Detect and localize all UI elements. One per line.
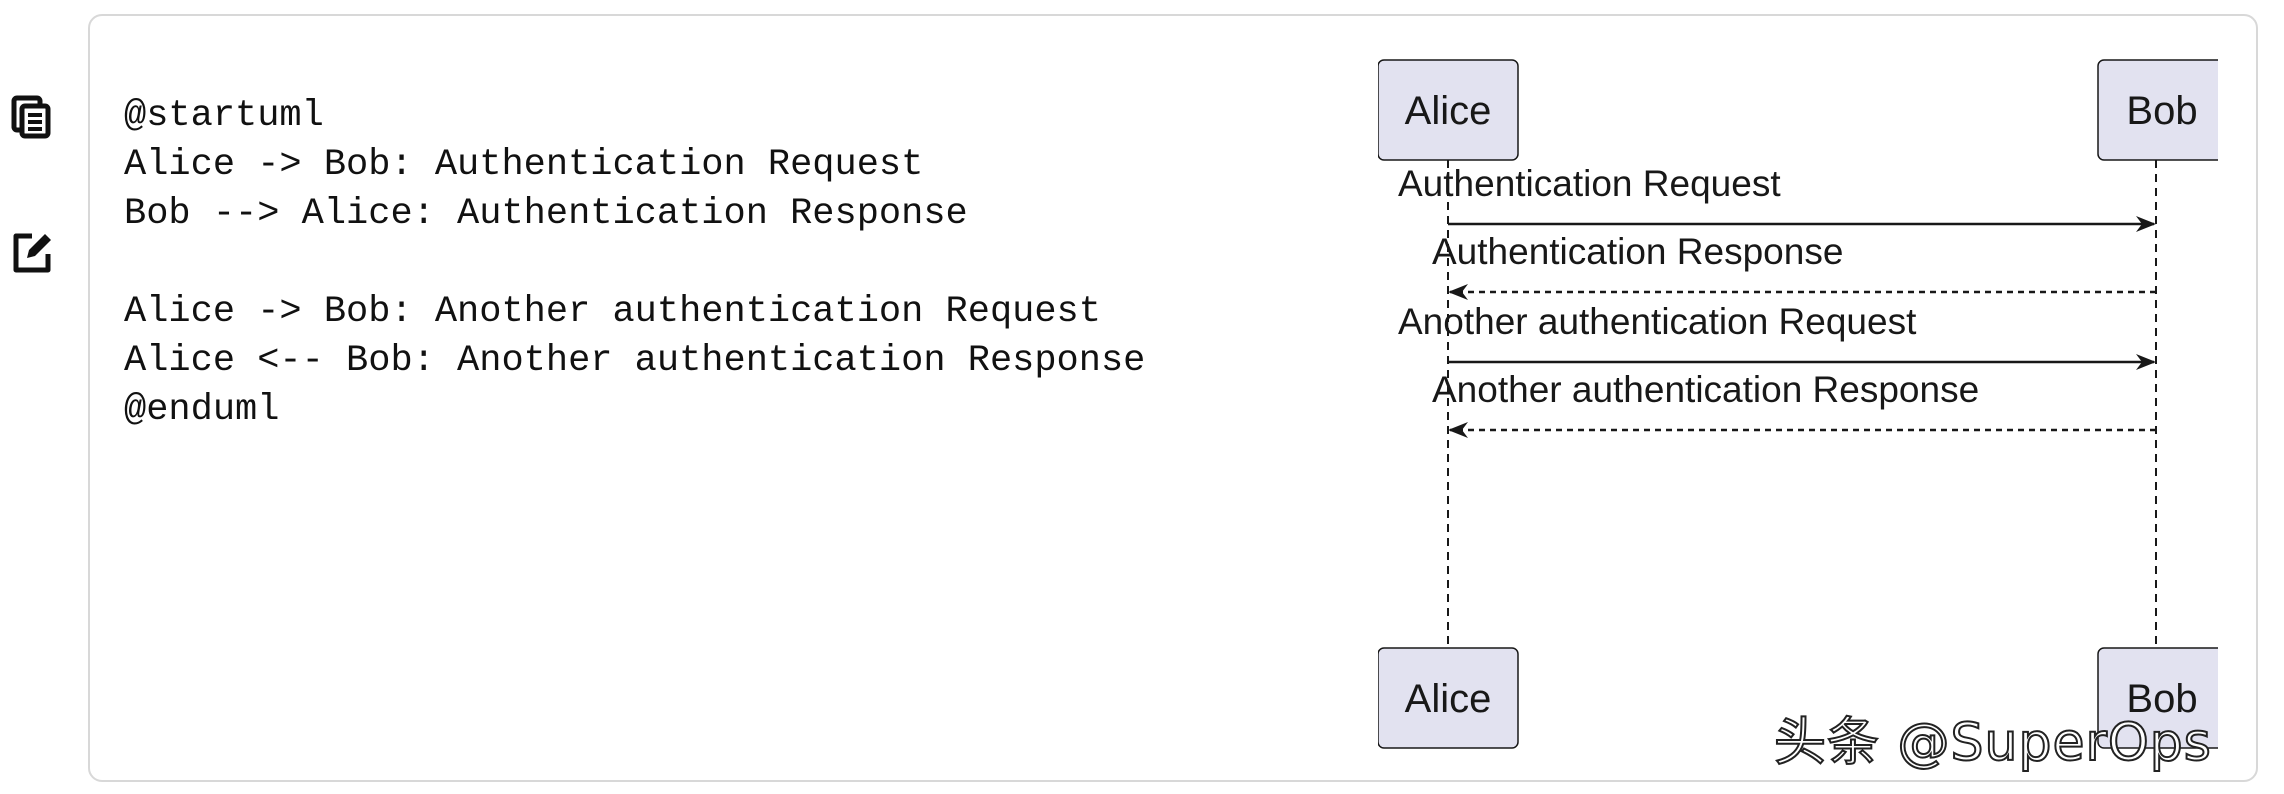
sequence-diagram: Alice Bob Authentication Request Authent… [1378,56,2218,776]
code-line: Alice <-- Bob: Another authentication Re… [124,340,1146,382]
svg-text:Another authentication Request: Another authentication Request [1398,301,1917,342]
copy-icon[interactable] [8,92,56,140]
code-line: Alice -> Bob: Authentication Request [124,144,924,186]
svg-text:Alice: Alice [1405,677,1492,721]
svg-text:Another authentication Respons: Another authentication Response [1432,369,1979,410]
svg-text:Bob: Bob [2126,677,2197,721]
code-line [124,239,1145,288]
participant-bob-bottom: Bob [2097,647,2218,749]
code-line: Bob --> Alice: Authentication Response [124,193,968,235]
participant-alice-bottom: Alice [1378,647,1519,749]
message-authentication-request: Authentication Request [1398,163,2156,232]
svg-text:Alice: Alice [1405,89,1492,133]
message-another-authentication-response: Another authentication Response [1432,369,2156,438]
code-line: Alice -> Bob: Another authentication Req… [124,291,1101,333]
svg-text:Bob: Bob [2126,89,2197,133]
code-line: @enduml [124,389,280,431]
code-line: @startuml [124,95,324,137]
message-authentication-response: Authentication Response [1432,231,2156,300]
svg-text:Authentication Request: Authentication Request [1398,163,1781,204]
watermark: 头条 @SuperOps [1773,712,2212,774]
message-another-authentication-request: Another authentication Request [1398,301,2156,370]
participant-alice-top: Alice [1378,59,1519,161]
svg-text:Authentication Response: Authentication Response [1432,231,1843,272]
participant-bob-top: Bob [2097,59,2218,161]
edit-icon[interactable] [8,228,56,276]
